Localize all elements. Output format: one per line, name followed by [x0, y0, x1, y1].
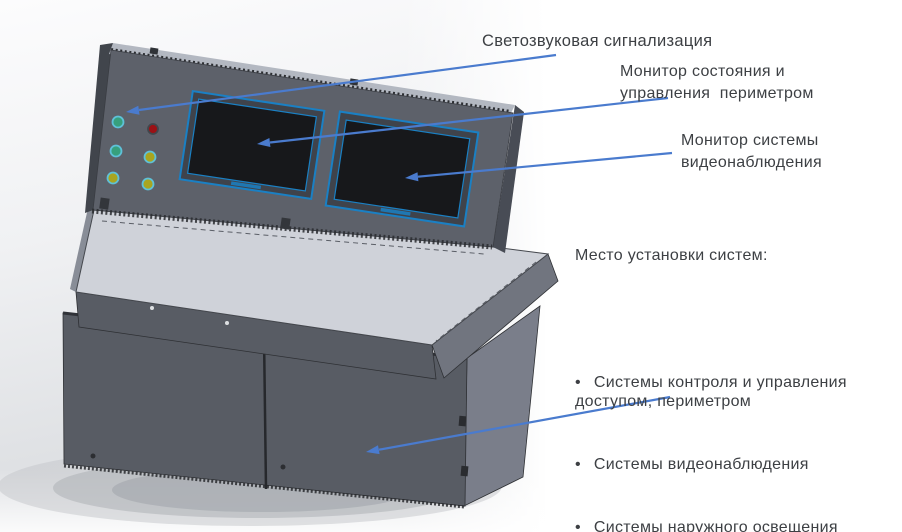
cctv-monitor-logo	[380, 207, 411, 216]
desk-dashed-seam-back	[101, 220, 485, 255]
perimeter-monitor-arrowhead-icon	[257, 138, 271, 147]
perimeter-monitor-label: Монитор состояния и управления периметро…	[620, 63, 814, 102]
bullet-marker: •	[575, 374, 581, 391]
perimeter-monitor	[178, 90, 326, 200]
lamp-green-1	[111, 115, 125, 129]
lamp-green-2	[109, 144, 123, 158]
door-hinge-top	[458, 415, 467, 427]
cctv-monitor-screen	[333, 119, 471, 219]
hinge-bracket-right	[280, 217, 291, 230]
cctv-monitor-label: Монитор системы видеонаблюдения	[681, 132, 822, 171]
cctv-monitor-arrowhead-icon	[405, 172, 419, 182]
door-lock-screw	[280, 464, 286, 470]
systems-list-item: • Системы наружного освещения	[575, 518, 901, 532]
cabinet-arrowhead-icon	[366, 445, 380, 455]
door-hinge-bottom	[460, 465, 469, 477]
cabinet-arrow-line	[378, 395, 671, 451]
systems-item-text: Системы видеонаблюдения	[593, 456, 809, 473]
systems-item-text: Системы контроля и управления доступом, …	[575, 374, 847, 410]
systems-list-item: • Системы видеонаблюдения	[575, 455, 901, 474]
panel-right-edge	[493, 105, 524, 253]
systems-title: Место установки систем:	[575, 247, 768, 264]
perimeter-monitor-screen	[186, 98, 318, 192]
perimeter-monitor-arrow-line	[269, 96, 669, 144]
systems-list: •Системы контроля и управления доступом,…	[575, 329, 901, 532]
door-screw	[90, 453, 96, 459]
cabinet-bottom-edge	[63, 464, 465, 509]
apron-screw-right	[225, 321, 229, 325]
bullet-marker: •	[575, 519, 581, 532]
systems-annotation-block: Место установки систем: •Системы контрол…	[575, 202, 901, 532]
panel-top-knurl	[110, 48, 512, 114]
lamp-red	[147, 123, 159, 135]
panel-left-edge	[85, 43, 113, 213]
lamp-yellow-3	[141, 177, 155, 191]
signal-arrow-line	[138, 53, 557, 112]
cctv-monitor	[324, 110, 480, 228]
perimeter-monitor-logo	[230, 181, 262, 190]
signal-arrowhead-icon	[126, 105, 140, 115]
signal-label: Светозвуковая сигнализация	[482, 32, 713, 50]
lamp-yellow-2	[106, 171, 120, 185]
hinge-bracket-left	[99, 197, 110, 210]
panel-hinge-strip	[91, 208, 493, 250]
systems-item-text: Системы наружного освещения	[593, 519, 838, 532]
systems-list-item: •Системы контроля и управления доступом,…	[575, 373, 901, 411]
lamp-yellow-1	[143, 150, 157, 164]
signal-lamp-cluster	[106, 115, 159, 191]
desk-left-edge	[70, 208, 94, 292]
desk-dashed-seam-right	[435, 261, 537, 342]
bullet-marker: •	[575, 456, 581, 473]
annotation-arrows	[126, 53, 673, 455]
panel-top-tab-left	[149, 47, 159, 55]
cabinet-door-gap	[262, 334, 268, 490]
cctv-monitor-arrow-line	[417, 151, 673, 178]
apron-screw-left	[150, 306, 154, 310]
